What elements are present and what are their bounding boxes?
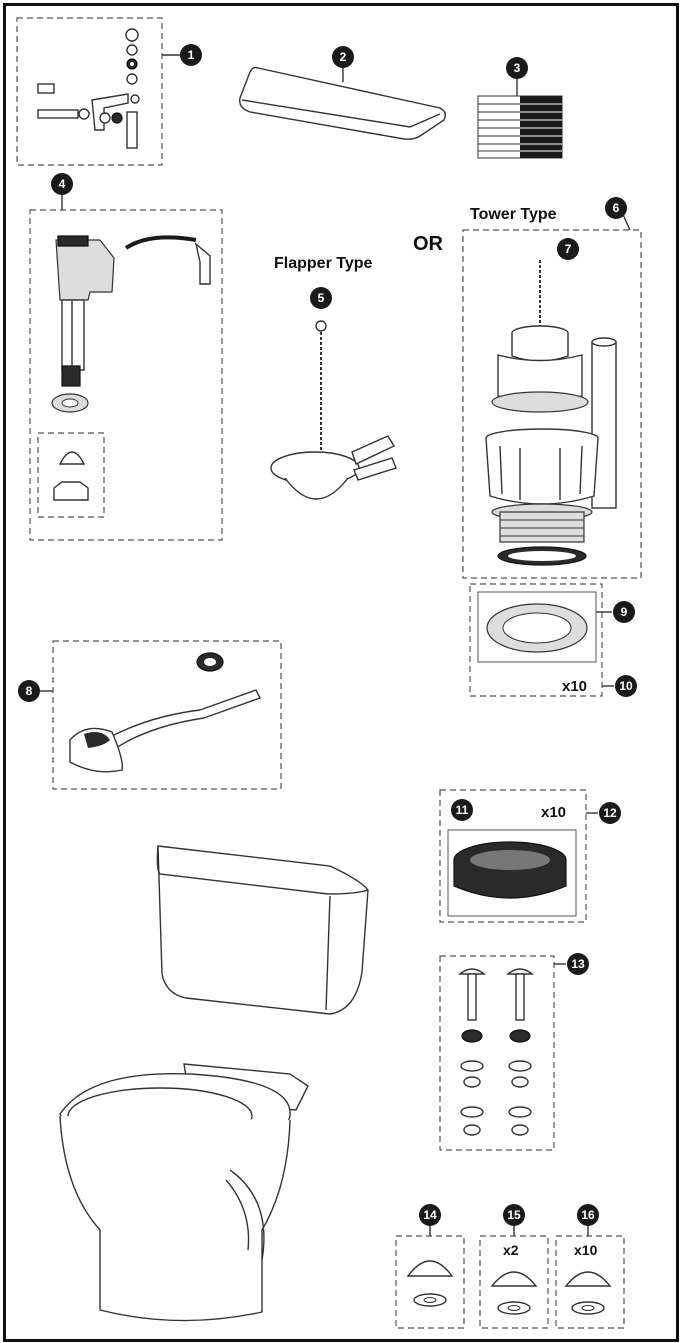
qty-label-10-gasket: x10: [562, 678, 587, 695]
svg-text:14: 14: [423, 1208, 437, 1222]
callout-15: 15: [503, 1204, 525, 1226]
callout-5: 5: [310, 287, 332, 309]
callout-7: 7: [557, 238, 579, 260]
flapper-type-label: Flapper Type: [274, 255, 372, 272]
part-9-10-gasket-pack: x10: [469, 583, 614, 697]
part-13-tank-bolt-kit: [439, 955, 566, 1151]
callout-13: 13: [567, 953, 589, 975]
qty-label-10-caps: x10: [574, 1242, 598, 1258]
svg-text:7: 7: [565, 242, 572, 256]
callout-1: 1: [180, 44, 202, 66]
callout-12: 12: [599, 802, 621, 824]
part-15-bolt-cap: x2: [479, 1226, 549, 1329]
callout-9: 9: [613, 601, 635, 623]
callout-6: 6: [605, 197, 627, 219]
svg-text:11: 11: [456, 803, 469, 817]
toilet-bowl: [59, 1063, 309, 1322]
toilet-tank: [156, 845, 369, 1015]
svg-text:9: 9: [621, 605, 628, 619]
svg-text:16: 16: [581, 1208, 595, 1222]
callout-4: 4: [51, 173, 73, 195]
diagram-frame: [3, 3, 679, 1342]
qty-label-2: x2: [503, 1242, 519, 1258]
part-6-tower-flush-valve: [462, 207, 642, 579]
callout-2: 2: [332, 46, 354, 68]
or-label: OR: [413, 233, 444, 255]
svg-text:8: 8: [26, 684, 33, 698]
svg-text:3: 3: [514, 61, 521, 75]
svg-text:15: 15: [507, 1208, 521, 1222]
callout-8: 8: [18, 680, 40, 702]
part-11-12-tank-gasket: x10: [439, 789, 598, 923]
part-1-hardware-kit: [16, 17, 182, 166]
svg-text:2: 2: [340, 50, 347, 64]
part-5-flapper: [270, 320, 397, 500]
callout-10: 10: [615, 675, 637, 697]
callout-14: 14: [419, 1204, 441, 1226]
callout-11: 11: [451, 799, 473, 821]
svg-text:12: 12: [603, 806, 617, 820]
part-16-bolt-cap: x10: [555, 1226, 625, 1329]
callout-16: 16: [577, 1204, 599, 1226]
svg-text:13: 13: [571, 957, 585, 971]
callout-3: 3: [506, 57, 528, 79]
svg-text:5: 5: [318, 291, 325, 305]
part-2-tank-lid: [239, 66, 447, 140]
tower-type-label: Tower Type: [470, 206, 557, 223]
svg-text:4: 4: [59, 177, 66, 191]
part-3-label-sheets: [477, 78, 563, 159]
svg-text:1: 1: [188, 48, 195, 62]
qty-label-10-tank-gasket: x10: [541, 804, 566, 821]
svg-text:10: 10: [619, 679, 633, 693]
part-4-fill-valve-kit: [29, 194, 223, 541]
part-14-bolt-cap: [395, 1226, 465, 1329]
part-8-trip-lever: [40, 640, 282, 790]
svg-text:6: 6: [613, 201, 620, 215]
